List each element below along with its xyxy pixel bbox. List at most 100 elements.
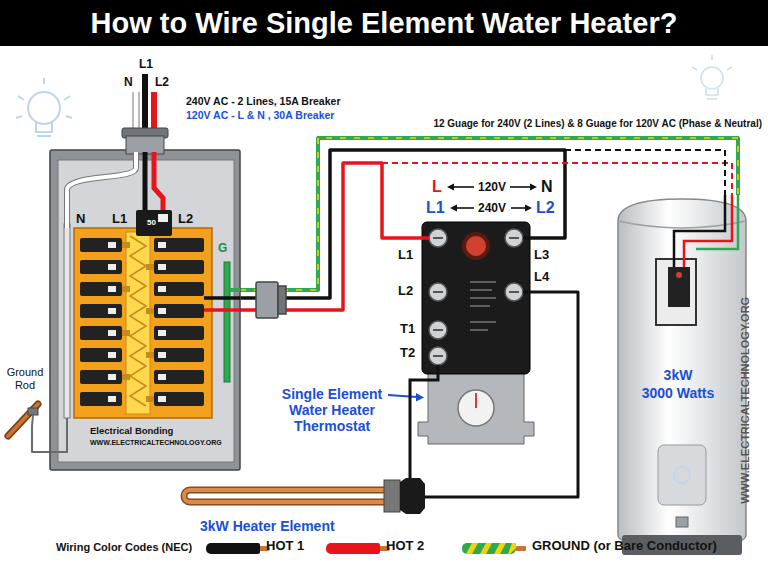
breaker-panel-drawing-part xyxy=(158,286,166,292)
thermostat-drawing-part xyxy=(410,365,438,444)
thermostat-drawing xyxy=(392,222,558,444)
breaker-panel-drawing-part xyxy=(108,396,116,402)
breaker-panel-drawing xyxy=(50,128,240,472)
voltage-arrow-part xyxy=(453,186,474,188)
thermostat-drawing-part xyxy=(470,282,496,330)
heater-element-drawing-part xyxy=(400,478,425,514)
thermostat-drawing-part xyxy=(392,236,429,240)
gauge-note: 12 Guage for 240V (2 Lines) & 8 Guage fo… xyxy=(433,118,762,130)
breaker-panel-drawing-part xyxy=(158,374,166,380)
breaker-panel-drawing-part xyxy=(50,418,67,452)
breaker-panel-drawing-part xyxy=(74,228,212,418)
terminal-name: L2 xyxy=(536,199,555,217)
ground-swatch-part xyxy=(516,546,526,551)
thermostat-drawing-part xyxy=(523,291,558,294)
watermark: WWW.ELECTRICALTECHNOLOGY.ORG xyxy=(739,296,752,503)
water-heater-tank-drawing-part xyxy=(618,199,746,547)
element-wire-line xyxy=(409,444,412,478)
heater-element-drawing-part xyxy=(384,480,400,512)
line-label: N xyxy=(124,76,133,90)
bulb-icon-part xyxy=(701,67,723,89)
breaker-panel-drawing-part xyxy=(108,352,116,358)
legend-text: HOT 2 xyxy=(386,539,424,554)
bulb-icon-part xyxy=(36,122,52,136)
pointer-arrow-part xyxy=(416,393,424,402)
thermostat-drawing-part xyxy=(429,347,447,365)
breaker-panel-drawing-part xyxy=(80,260,122,274)
thermostat: L1L3L2L4T1T2 xyxy=(392,222,558,444)
bus-label: L2 xyxy=(178,212,193,227)
voltage-arrow-part xyxy=(456,207,474,209)
bus-label: L1 xyxy=(112,212,127,227)
supply-note: 120V AC - L & N , 30A Breaker xyxy=(186,109,334,121)
breaker-panel-drawing-part xyxy=(108,264,116,270)
terminal-label: L3 xyxy=(534,248,549,263)
thermostat-drawing-part xyxy=(433,237,443,239)
thermostat-drawing-part xyxy=(509,291,519,293)
bonding-wire-line xyxy=(32,438,50,452)
breaker-panel-drawing-part xyxy=(80,348,122,362)
breaker-panel-drawing-part xyxy=(154,282,204,296)
breaker-panel-drawing-part xyxy=(108,308,116,314)
element-label: 3kW Heater Element xyxy=(200,518,335,534)
water-heater-tank-drawing-part xyxy=(684,195,732,267)
terminal-name: N xyxy=(541,178,553,196)
breaker-panel-drawing-part xyxy=(154,348,204,362)
breaker-panel-drawing-part xyxy=(80,282,122,296)
bonding-wire xyxy=(32,438,50,452)
breaker-panel-drawing-part xyxy=(154,304,204,318)
breaker-panel-drawing-part xyxy=(108,330,116,336)
thermostat-drawing-part-part xyxy=(470,289,492,291)
callout-label: Single Element Water Heater Thermostat xyxy=(272,386,392,434)
thermostat-drawing-part xyxy=(429,283,447,301)
thermostat-drawing-part xyxy=(509,237,519,239)
terminal-label: T2 xyxy=(400,346,415,361)
terminal-name: L xyxy=(432,178,442,196)
voltage-arrow-part xyxy=(450,205,457,212)
heater-element: 3kW Heater Element xyxy=(170,478,425,538)
thermostat-drawing-part xyxy=(523,236,558,240)
breaker-panel-drawing-part xyxy=(67,152,136,228)
line-label: L2 xyxy=(155,76,169,90)
thermostat-drawing-part xyxy=(475,393,477,408)
breaker-panel-drawing-part xyxy=(143,152,148,212)
thermostat-drawing-part xyxy=(422,222,530,374)
cable-gland xyxy=(256,282,286,318)
breaker-panel-drawing-part xyxy=(204,308,240,312)
cable-gland-part xyxy=(278,286,286,314)
breaker-panel: NL150L2GElectrical BondingWWW.ELECTRICAL… xyxy=(50,128,240,472)
water-heater-tank-drawing-part xyxy=(696,195,738,249)
legend-swatch xyxy=(206,543,260,554)
breaker-panel-drawing-part xyxy=(154,392,204,406)
bulb-icon-part xyxy=(16,78,72,118)
breaker-panel-drawing-part xyxy=(64,224,70,418)
bulb-icon-part xyxy=(28,92,60,124)
breaker-rating: 50 xyxy=(147,218,156,227)
breaker-panel-drawing-part xyxy=(204,296,240,300)
water-heater-tank-drawing-part xyxy=(656,259,696,325)
heater-element-drawing-part xyxy=(184,490,388,502)
breaker-panel-drawing-part xyxy=(126,232,150,414)
water-heater-tank-drawing-part xyxy=(676,272,682,278)
supply-cable-part xyxy=(142,74,148,132)
voltage-arrow-part xyxy=(511,207,527,209)
thermostat-drawing-part xyxy=(429,229,447,247)
legend-text: GROUND (or Bare Conductor) xyxy=(532,539,717,554)
breaker-panel-drawing-part xyxy=(158,330,166,336)
terminal-label: L2 xyxy=(398,284,413,299)
breaker-panel-drawing-part xyxy=(80,392,122,406)
breaker-panel-drawing-part xyxy=(158,242,166,248)
watermark: WWW.ELECTRICALTECHNOLOGY.ORG xyxy=(90,439,222,447)
breaker-panel-drawing-part xyxy=(158,264,166,270)
heater-element-drawing-part xyxy=(184,490,388,502)
legend-text: HOT 1 xyxy=(266,539,304,554)
voltage-arrow-part xyxy=(525,205,532,212)
water-heater-tank-drawing-part xyxy=(674,467,690,483)
ground-swatch-part xyxy=(466,543,516,554)
power-rating: 3kW xyxy=(618,367,738,383)
water-heater-tank-drawing-part xyxy=(668,267,690,307)
water-heater-tank-drawing-part xyxy=(676,517,688,527)
breaker-panel-drawing-part xyxy=(154,326,204,340)
thermostat-drawing-part xyxy=(433,291,443,293)
dashed-wire-part xyxy=(565,150,725,195)
